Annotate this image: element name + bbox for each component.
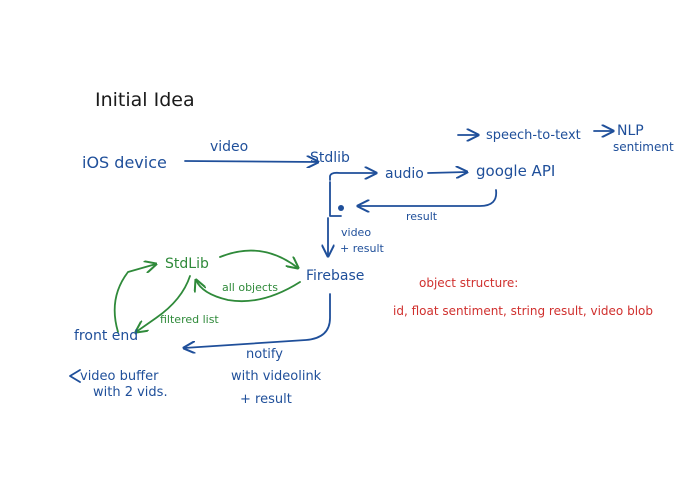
- edge-video-arrow: [184, 161, 318, 162]
- node-google-api: google API: [476, 162, 555, 180]
- edge-audio-to-google: [427, 172, 467, 173]
- object-structure-heading: object structure:: [419, 276, 518, 290]
- front-end-note-2: with 2 vids.: [93, 385, 168, 400]
- edge-label-filtered-list: filtered list: [160, 313, 219, 326]
- node-nlp: NLP: [617, 123, 644, 139]
- edge-stdlib-to-firebase-green: [219, 249, 298, 268]
- edge-notify-arrow: [184, 293, 331, 348]
- join-dot: [338, 205, 344, 211]
- edge-label-video-result-1: video: [341, 226, 371, 239]
- stdlib-junction-line: [329, 181, 342, 217]
- edge-label-video: video: [210, 139, 248, 155]
- edge-filtered-list: [136, 275, 191, 332]
- edge-label-notify-1: notify: [246, 347, 283, 362]
- edge-all-objects: [196, 280, 301, 303]
- diagram-title: Initial Idea: [95, 89, 195, 111]
- edge-label-notify-2: with videolink: [231, 369, 322, 384]
- node-stdlib-green: StdLib: [165, 256, 209, 272]
- node-sentiment: sentiment: [613, 140, 674, 154]
- node-speech-to-text: speech-to-text: [486, 128, 581, 143]
- edge-label-notify-3: + result: [240, 392, 292, 407]
- edge-result-arrow: [358, 189, 498, 206]
- edge-stdlib-to-audio: [329, 173, 376, 181]
- node-stdlib: Stdlib: [310, 150, 350, 166]
- note-arrow-video-buffer: [69, 369, 81, 383]
- node-audio: audio: [385, 166, 424, 182]
- edge-label-all-objects: all objects: [222, 281, 278, 294]
- node-front-end: front end: [74, 328, 138, 344]
- object-structure-fields: id, float sentiment, string result, vide…: [393, 304, 653, 318]
- edge-frontend-to-stdlib: [113, 264, 156, 333]
- node-firebase: Firebase: [306, 268, 364, 284]
- node-ios-device: iOS device: [82, 153, 167, 172]
- edge-label-result: result: [406, 210, 438, 223]
- edge-label-video-result-2: + result: [340, 242, 385, 255]
- front-end-note-1: video buffer: [80, 369, 159, 384]
